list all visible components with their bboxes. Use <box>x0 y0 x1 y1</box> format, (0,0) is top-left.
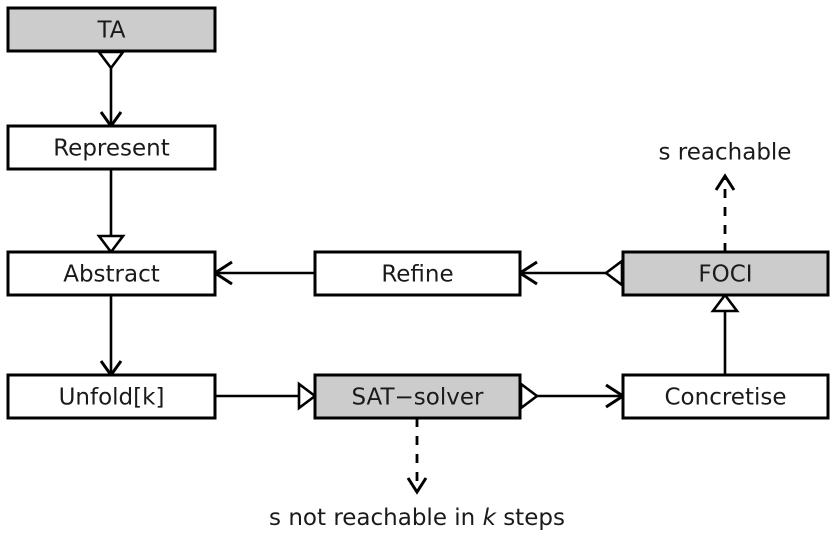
node-ta[interactable]: TA <box>6 6 217 53</box>
node-unfold[interactable]: Unfold[k] <box>6 373 217 420</box>
node-refine[interactable]: Refine <box>313 250 522 297</box>
edge-ta-to-represent <box>96 50 126 129</box>
edge-abstract-to-unfold <box>99 295 123 378</box>
label-s-not-reachable: s not reachable in k steps <box>269 505 565 531</box>
edge-unfold-to-satsolver <box>215 381 318 411</box>
node-concretise-label: Concretise <box>665 385 787 411</box>
edge-satsolver-to-concretise <box>519 381 626 411</box>
label-s-reachable: s reachable <box>659 140 792 166</box>
edge-foci-to-refine <box>517 258 624 288</box>
node-unfold-label: Unfold[k] <box>59 385 165 411</box>
edge-refine-to-abstract <box>212 260 315 286</box>
node-ta-label: TA <box>97 18 126 44</box>
label-s-not-reachable-part-2: steps <box>496 505 565 531</box>
node-refine-label: Refine <box>381 262 453 288</box>
node-abstract[interactable]: Abstract <box>6 250 217 297</box>
label-s-not-reachable-part-0: s not reachable in <box>269 505 483 531</box>
node-represent-label: Represent <box>53 136 170 162</box>
edge-foci-to-s-reachable <box>714 173 736 252</box>
node-foci-label: FOCI <box>698 262 752 288</box>
label-s-not-reachable-part-1: k <box>483 505 498 531</box>
edge-represent-to-abstract <box>96 169 126 255</box>
edge-satsolver-to-s-not-reachable <box>406 418 428 495</box>
node-sat-solver-label: SAT−solver <box>352 385 485 411</box>
node-foci[interactable]: FOCI <box>621 250 830 297</box>
node-sat-solver[interactable]: SAT−solver <box>313 373 522 420</box>
edge-concretise-to-foci <box>710 292 740 375</box>
node-concretise[interactable]: Concretise <box>621 373 830 420</box>
node-abstract-label: Abstract <box>63 262 160 288</box>
node-represent[interactable]: Represent <box>6 124 217 171</box>
